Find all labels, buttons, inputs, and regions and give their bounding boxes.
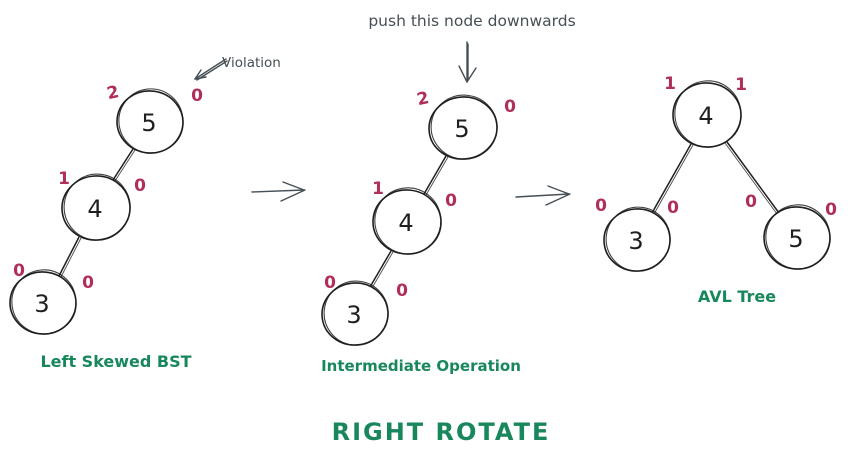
edge-5-4 [423, 155, 447, 195]
height-badge: 0 [595, 196, 607, 216]
height-badge: 0 [504, 97, 516, 117]
height-badge: 2 [105, 82, 121, 104]
edge-4-5 [726, 141, 780, 214]
tree-node-3: 3 [9, 269, 77, 335]
violation-annotation: Violation [194, 55, 281, 81]
node-value: 5 [788, 225, 803, 253]
push-down-annotation: push this node downwards [368, 12, 576, 83]
tree-node-4: 4 [672, 80, 742, 148]
height-badge: 0 [191, 86, 203, 106]
violation-label: Violation [222, 55, 281, 71]
edge-4-3 [58, 236, 80, 277]
tree-intermediate: 5 4 3 2 0 1 0 0 0 Intermediate Operation [321, 88, 521, 375]
height-badge: 1 [58, 169, 70, 189]
tree-caption: Intermediate Operation [321, 357, 521, 375]
height-badge: 0 [825, 200, 837, 220]
edge-4-3-sketch [60, 237, 82, 278]
edge-5-4-sketch [425, 156, 449, 196]
edge-4-3-sketch [653, 144, 694, 215]
node-value: 3 [34, 290, 49, 318]
node-value: 4 [398, 209, 413, 237]
height-badge: 0 [13, 261, 25, 281]
height-badge: 0 [82, 273, 94, 293]
tree-caption: Left Skewed BST [40, 352, 191, 371]
edge-5-4-sketch [114, 149, 136, 182]
height-badge: 1 [664, 74, 676, 94]
diagram-title: RIGHT ROTATE [332, 418, 551, 446]
tree-node-4: 4 [372, 187, 442, 255]
height-badge: 0 [667, 198, 679, 218]
node-value: 5 [141, 109, 156, 137]
tree-avl: 4 3 5 1 1 0 0 0 0 AVL Tree [595, 74, 837, 306]
node-value: 4 [87, 195, 102, 223]
height-badge: 0 [745, 192, 757, 212]
tree-caption: AVL Tree [698, 287, 776, 306]
edge-4-3-sketch [371, 251, 394, 289]
height-badge: 0 [396, 281, 408, 301]
edge-4-3 [651, 143, 692, 214]
edge-5-4 [112, 148, 134, 181]
edge-4-5-sketch [724, 142, 778, 215]
tree-left-skewed-bst: 5 4 3 2 0 1 0 0 0 Left Skewed BST [9, 82, 203, 371]
tree-node-5: 5 [428, 94, 498, 160]
height-badge: 2 [415, 88, 431, 110]
arrow-right-icon [251, 181, 306, 202]
edge-4-3 [369, 250, 392, 288]
node-value: 3 [346, 301, 361, 329]
node-value: 4 [698, 102, 713, 130]
tree-node-3: 3 [321, 280, 389, 346]
node-value: 5 [454, 115, 469, 143]
tree-node-5: 5 [116, 88, 184, 154]
height-badge: 0 [134, 176, 146, 196]
arrow-down-icon [458, 41, 477, 83]
push-down-label: push this node downwards [368, 12, 575, 30]
height-badge: 0 [445, 191, 457, 211]
tree-node-3: 3 [603, 206, 671, 272]
tree-node-5: 5 [763, 204, 831, 270]
node-value: 3 [628, 227, 643, 255]
height-badge: 1 [372, 179, 384, 199]
violation-arrow-icon [194, 58, 228, 81]
tree-node-4: 4 [61, 173, 131, 241]
height-badge: 0 [324, 273, 336, 293]
height-badge: 1 [735, 75, 747, 95]
arrow-right-icon [515, 185, 571, 206]
